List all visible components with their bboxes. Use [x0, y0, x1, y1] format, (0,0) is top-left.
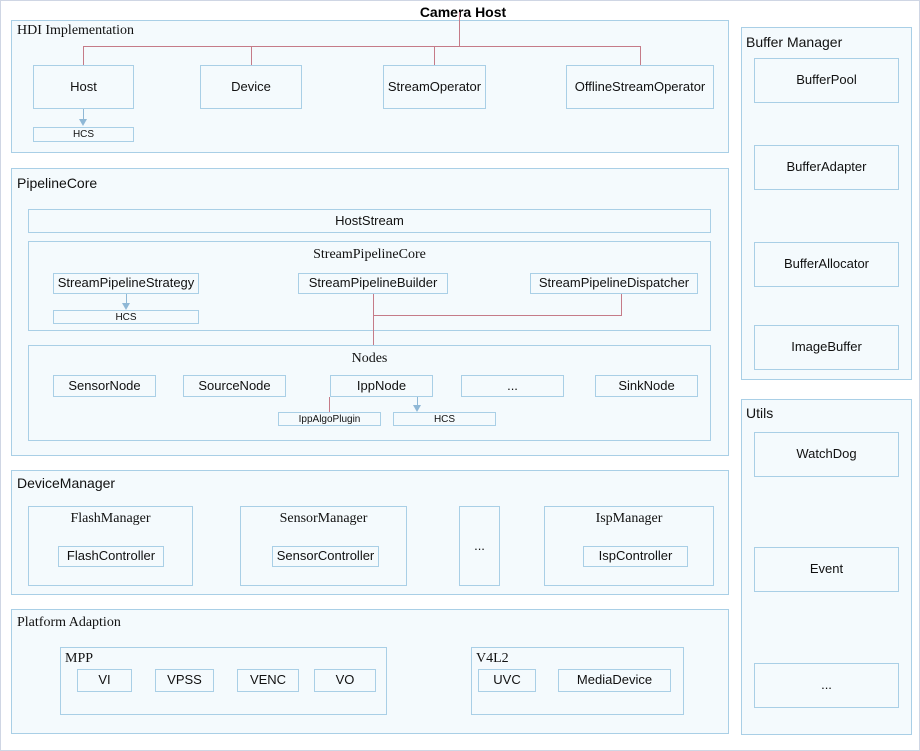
box-host[interactable]: Host — [33, 65, 134, 109]
group-v4l2-label: V4L2 — [476, 651, 509, 666]
connector-hdi-bus — [83, 46, 641, 47]
box-ippalgoplugin[interactable]: IppAlgoPlugin — [278, 412, 381, 426]
box-device[interactable]: Device — [200, 65, 302, 109]
group-flashmanager-label: FlashManager — [70, 511, 151, 526]
connector-streamoperator-drop — [434, 46, 435, 65]
section-pipelinecore-label: PipelineCore — [17, 175, 98, 191]
section-platform-adaption-label: Platform Adaption — [17, 615, 121, 630]
arrow-ippnode-hcs-icon — [413, 405, 421, 412]
box-sourcenode[interactable]: SourceNode — [183, 375, 286, 397]
box-venc[interactable]: VENC — [237, 669, 299, 692]
box-vpss[interactable]: VPSS — [155, 669, 214, 692]
box-node-ellipsis[interactable]: ... — [461, 375, 564, 397]
box-streampipelinedispatcher[interactable]: StreamPipelineDispatcher — [530, 273, 698, 294]
box-event[interactable]: Event — [754, 547, 899, 592]
box-flashcontroller[interactable]: FlashController — [58, 546, 164, 567]
box-ispcontroller[interactable]: IspController — [583, 546, 688, 567]
box-bufferpool[interactable]: BufferPool — [754, 58, 899, 103]
box-mediadevice[interactable]: MediaDevice — [558, 669, 671, 692]
connector-strategy-hcs — [126, 294, 127, 305]
box-watchdog[interactable]: WatchDog — [754, 432, 899, 477]
connector-spc-bus — [373, 315, 622, 316]
connector-ippnode-ippalgoplugin — [329, 397, 330, 415]
section-hdi-implementation-label: HDI Implementation — [17, 23, 135, 38]
connector-camerahost-stem — [459, 12, 460, 47]
arrow-host-hcs-icon — [79, 119, 87, 126]
box-ippnode[interactable]: IppNode — [330, 375, 433, 397]
box-manager-ellipsis[interactable]: ... — [459, 506, 500, 586]
page-title: Camera Host — [419, 4, 507, 20]
subsection-streampipelinecore-label: StreamPipelineCore — [313, 247, 426, 262]
section-devicemanager-label: DeviceManager — [17, 475, 116, 491]
box-hoststream[interactable]: HostStream — [28, 209, 711, 233]
box-streamoperator[interactable]: StreamOperator — [383, 65, 486, 109]
box-streampipelinestrategy[interactable]: StreamPipelineStrategy — [53, 273, 199, 294]
box-vo[interactable]: VO — [314, 669, 376, 692]
connector-ippnode-hcs — [417, 397, 418, 407]
group-ispmanager-label: IspManager — [595, 511, 663, 526]
section-utils-label: Utils — [746, 405, 774, 421]
box-imagebuffer[interactable]: ImageBuffer — [754, 325, 899, 370]
subsection-nodes-label: Nodes — [351, 351, 388, 366]
connector-device-drop — [251, 46, 252, 65]
group-mpp-label: MPP — [65, 651, 94, 666]
box-host-hcs[interactable]: HCS — [33, 127, 134, 142]
box-utils-ellipsis[interactable]: ... — [754, 663, 899, 708]
group-sensormanager-label: SensorManager — [279, 511, 368, 526]
box-ippnode-hcs[interactable]: HCS — [393, 412, 496, 426]
box-strategy-hcs[interactable]: HCS — [53, 310, 199, 324]
box-sensornode[interactable]: SensorNode — [53, 375, 156, 397]
connector-offlinestreamoperator-drop — [640, 46, 641, 65]
box-bufferadapter[interactable]: BufferAdapter — [754, 145, 899, 190]
connector-builder-to-ippnode — [373, 294, 374, 377]
section-buffer-manager-label: Buffer Manager — [746, 34, 843, 50]
connector-host-drop — [83, 46, 84, 65]
box-streampipelinebuilder[interactable]: StreamPipelineBuilder — [298, 273, 448, 294]
box-offlinestreamoperator[interactable]: OfflineStreamOperator — [566, 65, 714, 109]
box-sinknode[interactable]: SinkNode — [595, 375, 698, 397]
connector-dispatcher-drop — [621, 294, 622, 316]
box-bufferallocator[interactable]: BufferAllocator — [754, 242, 899, 287]
box-sensorcontroller[interactable]: SensorController — [272, 546, 379, 567]
box-vi[interactable]: VI — [77, 669, 132, 692]
box-uvc[interactable]: UVC — [478, 669, 536, 692]
connector-host-hcs — [83, 109, 84, 121]
arrow-strategy-hcs-icon — [122, 303, 130, 310]
